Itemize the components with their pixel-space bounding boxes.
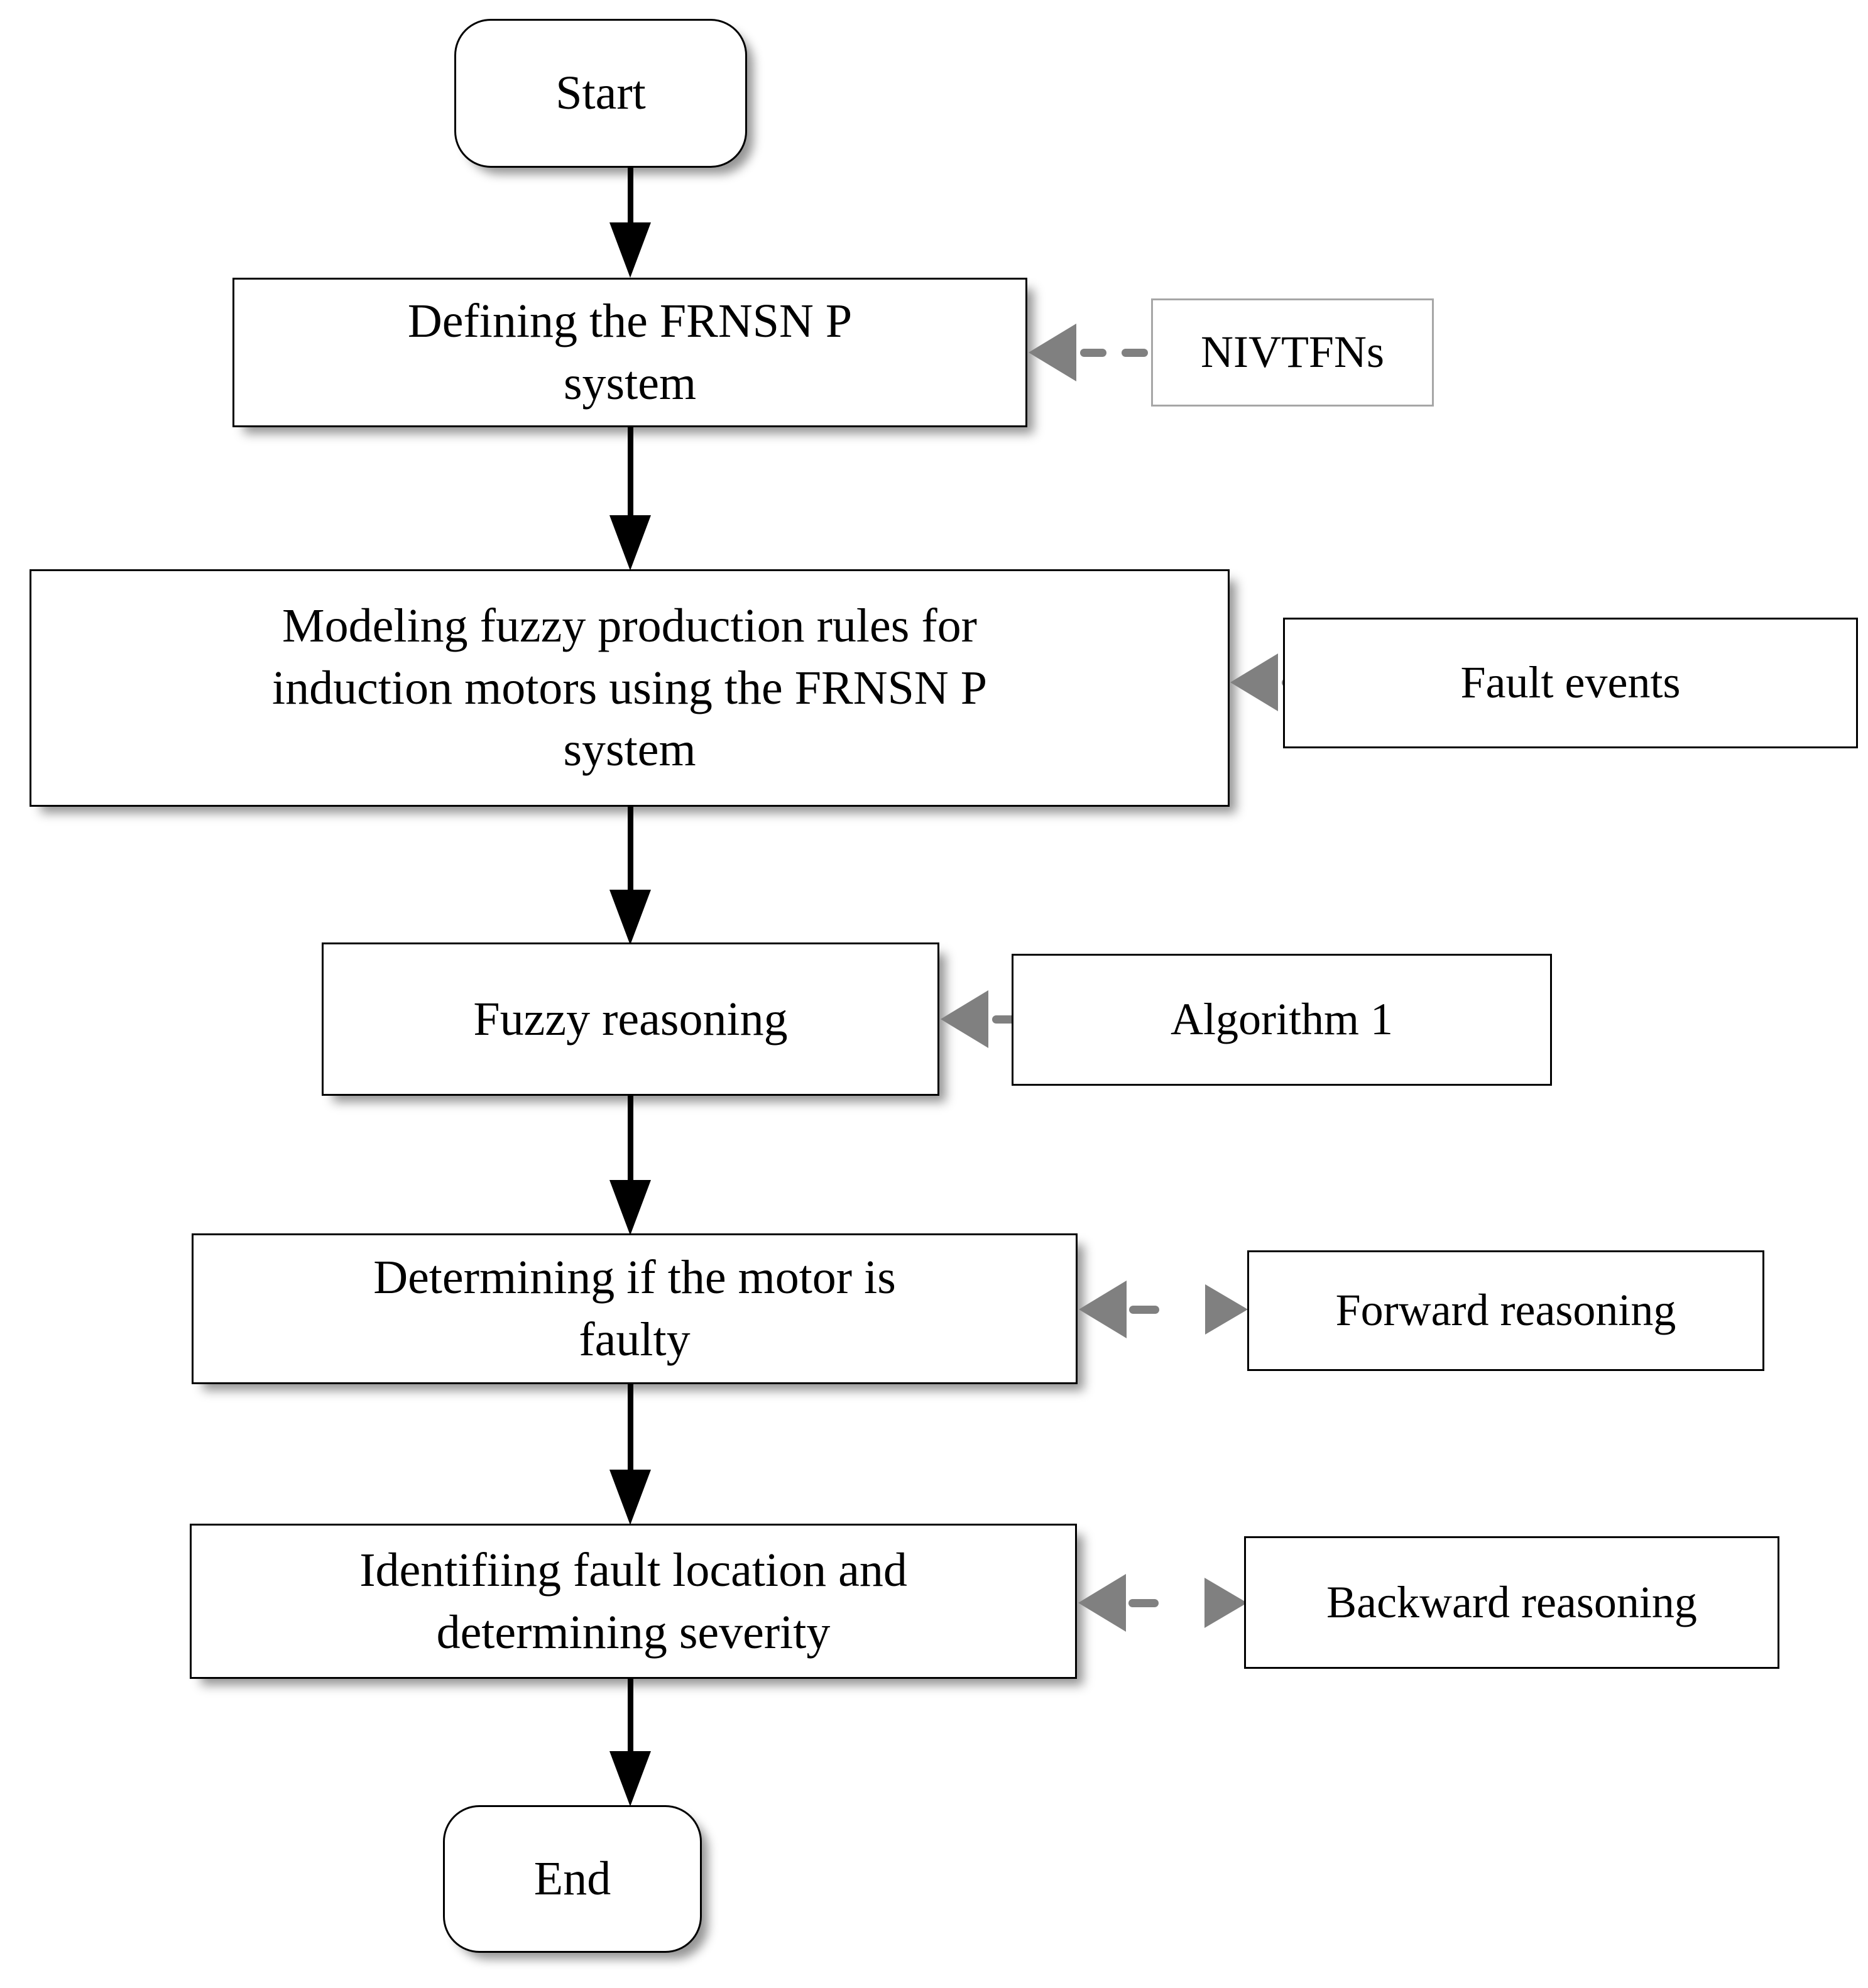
- arrow-stem: [627, 1384, 633, 1473]
- node-determining-label: Determining if the motor is faulty: [373, 1251, 896, 1366]
- node-start-label: Start: [555, 67, 646, 120]
- annotation-backward-reasoning-label: Backward reasoning: [1326, 1576, 1697, 1627]
- arrow-head-left-icon: [1230, 653, 1278, 711]
- node-fuzzy-reasoning[interactable]: Fuzzy reasoning: [322, 942, 939, 1096]
- node-end[interactable]: End: [443, 1805, 702, 1953]
- arrow-stem: [627, 807, 633, 893]
- arrow-head-right-icon: [1204, 1578, 1247, 1628]
- annotation-forward-reasoning-label: Forward reasoning: [1335, 1285, 1676, 1336]
- annotation-algorithm-1[interactable]: Algorithm 1: [1012, 954, 1552, 1086]
- node-end-label: End: [533, 1852, 611, 1906]
- arrow-head-down-icon: [609, 515, 651, 571]
- node-determining-motor-faulty[interactable]: Determining if the motor is faulty: [192, 1233, 1078, 1384]
- flow-arrow-identifying-to-end: [608, 1679, 652, 1806]
- dash-segment: [1129, 1306, 1159, 1314]
- annotation-backward-reasoning[interactable]: Backward reasoning: [1244, 1536, 1779, 1669]
- node-identifying-label: Identifiing fault location and determini…: [359, 1543, 907, 1659]
- node-identifying-fault-location[interactable]: Identifiing fault location and determini…: [190, 1524, 1077, 1679]
- node-defining-label: Defining the FRNSN P system: [407, 295, 853, 410]
- flow-arrow-modeling-to-fuzzy-reasoning: [608, 807, 652, 945]
- arrow-head-left-icon: [941, 990, 988, 1048]
- arrow-head-right-icon: [1205, 1284, 1248, 1335]
- node-modeling-label: Modeling fuzzy production rules for indu…: [272, 599, 987, 777]
- node-modeling-fuzzy-production-rules[interactable]: Modeling fuzzy production rules for indu…: [30, 569, 1230, 807]
- arrow-head-left-icon: [1079, 1281, 1127, 1338]
- node-fuzzy-reasoning-label: Fuzzy reasoning: [473, 992, 788, 1046]
- node-defining-frnsn-p-system[interactable]: Defining the FRNSN P system: [232, 278, 1027, 427]
- arrow-head-down-icon: [609, 222, 651, 278]
- arrow-stem: [627, 1096, 633, 1184]
- arrow-head-down-icon: [609, 1180, 651, 1235]
- arrow-stem: [627, 168, 633, 227]
- dash-segment: [1122, 349, 1148, 357]
- flow-arrow-fuzzy-reasoning-to-determining: [608, 1096, 652, 1235]
- annotation-nivtfns[interactable]: NIVTFNs: [1151, 298, 1434, 407]
- annotation-forward-reasoning[interactable]: Forward reasoning: [1247, 1250, 1764, 1371]
- annotation-fault-events[interactable]: Fault events: [1283, 618, 1858, 748]
- dash-segment: [1080, 349, 1106, 357]
- flow-arrow-defining-to-modeling: [608, 427, 652, 571]
- arrow-head-left-icon: [1029, 324, 1076, 381]
- arrow-stem: [627, 427, 633, 518]
- arrow-head-down-icon: [609, 1751, 651, 1806]
- arrow-head-left-icon: [1078, 1574, 1126, 1632]
- flow-arrow-start-to-defining: [608, 168, 652, 278]
- arrow-stem: [627, 1679, 633, 1756]
- annotation-fault-events-label: Fault events: [1460, 657, 1681, 708]
- dash-segment: [1128, 1599, 1159, 1607]
- annotation-algorithm-1-label: Algorithm 1: [1171, 994, 1393, 1045]
- annotation-nivtfns-label: NIVTFNs: [1200, 327, 1384, 378]
- node-start[interactable]: Start: [454, 19, 747, 168]
- arrow-head-down-icon: [609, 890, 651, 945]
- flow-arrow-determining-to-identifying: [608, 1384, 652, 1525]
- arrow-head-down-icon: [609, 1470, 651, 1525]
